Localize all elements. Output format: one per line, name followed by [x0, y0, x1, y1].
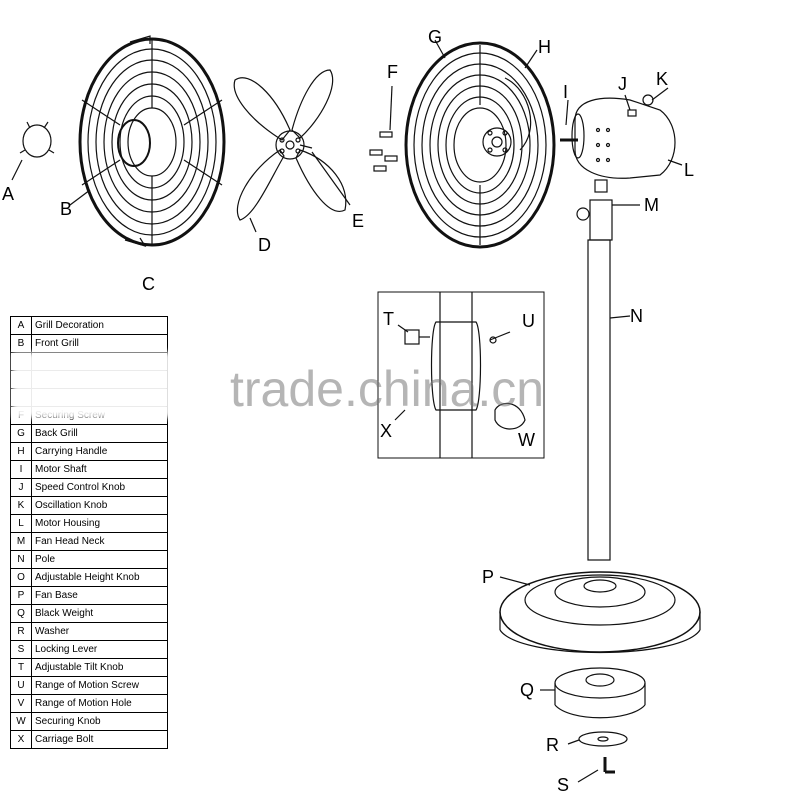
part-code: G [10, 424, 32, 443]
part-name: Fan Head Neck [31, 532, 168, 551]
part-code: A [10, 316, 32, 335]
part-code: T [10, 658, 32, 677]
part-code: X [10, 730, 32, 749]
callout-c: C [142, 274, 155, 294]
callout-w: W [518, 430, 535, 450]
part-name: Adjustable Height Knob [31, 568, 168, 587]
part-name: Washer [31, 622, 168, 641]
part-code: B [10, 334, 32, 353]
fan-base-drawing [499, 571, 701, 654]
callout-s: S [557, 775, 570, 795]
callout-l: L [684, 160, 695, 180]
part-code: Q [10, 604, 32, 623]
callout-r: R [546, 735, 559, 755]
part-name: Motor Shaft [31, 460, 168, 479]
part-name: Motor Housing [31, 514, 168, 533]
callout-u: U [522, 311, 535, 331]
part-name: Black Weight [31, 604, 168, 623]
blade-drawing [233, 69, 351, 233]
fan-head-neck-drawing [576, 179, 640, 241]
black-weight-drawing [540, 667, 646, 719]
callout-n: N [630, 306, 643, 326]
washer-drawing [567, 731, 628, 747]
part-code: K [10, 496, 32, 515]
part-code: V [10, 694, 32, 713]
part-code: I [10, 460, 32, 479]
part-code: L [10, 514, 32, 533]
back-grill-drawing [404, 39, 556, 249]
front-grill-drawing [69, 35, 226, 248]
callout-j: J [618, 74, 627, 94]
callout-f: F [387, 62, 398, 82]
part-code: U [10, 676, 32, 695]
part-name: Locking Lever [31, 640, 168, 659]
callout-d: D [258, 235, 271, 255]
callout-h: H [538, 37, 551, 57]
callout-g: G [428, 27, 443, 47]
part-name: Securing Knob [31, 712, 168, 731]
part-name: Speed Control Knob [31, 478, 168, 497]
part-name: Front Grill [31, 334, 168, 353]
part-name: Range of Motion Screw [31, 676, 168, 695]
watermark: trade.china.cn [230, 361, 545, 417]
callout-i: I [563, 82, 569, 102]
part-code: S [10, 640, 32, 659]
callout-x: X [380, 421, 393, 441]
part-name: Adjustable Tilt Knob [31, 658, 168, 677]
callout-a: A [2, 184, 15, 204]
inset-detail-drawing [377, 291, 545, 459]
blurred-region [12, 352, 172, 418]
part-code: J [10, 478, 32, 497]
part-code: O [10, 568, 32, 587]
part-code: H [10, 442, 32, 461]
securing-screws-drawing [369, 85, 398, 172]
part-name: Grill Decoration [31, 316, 168, 335]
part-name: Back Grill [31, 424, 168, 443]
part-code: R [10, 622, 32, 641]
part-name: Oscillation Knob [31, 496, 168, 515]
callout-b: B [60, 199, 73, 219]
part-code: M [10, 532, 32, 551]
part-name: Range of Motion Hole [31, 694, 168, 713]
motor-housing-drawing [560, 87, 683, 179]
callout-q: Q [520, 680, 535, 700]
part-name: Fan Base [31, 586, 168, 605]
part-name: Pole [31, 550, 168, 569]
part-name: Carriage Bolt [31, 730, 168, 749]
callout-p: P [482, 567, 495, 587]
part-name: Carrying Handle [31, 442, 168, 461]
callout-e: E [352, 211, 365, 231]
callout-m: M [644, 195, 659, 215]
callout-k: K [656, 69, 669, 89]
callout-t: T [383, 309, 394, 329]
part-code: W [10, 712, 32, 731]
pole-drawing [587, 239, 631, 561]
part-code: P [10, 586, 32, 605]
grill-decoration-drawing [11, 121, 55, 181]
part-code: N [10, 550, 32, 569]
locking-lever-drawing [577, 757, 615, 783]
